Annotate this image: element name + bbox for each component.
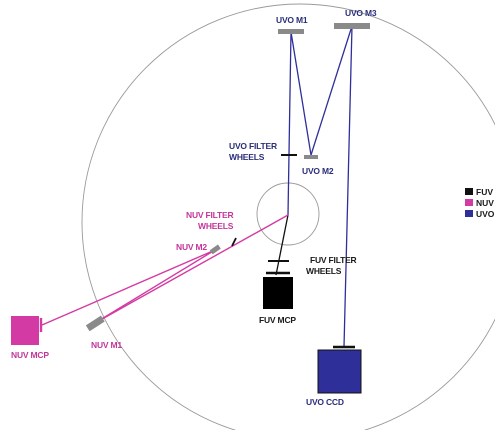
uvo-m1-mirror	[278, 29, 304, 34]
uvo-m3-mirror	[334, 23, 370, 29]
uvo-ccd-detector	[317, 345, 362, 394]
nuv-filter-wheels-label-line1: NUV FILTER	[186, 210, 233, 220]
legend-swatch-nuv	[465, 199, 473, 206]
nuv-m1-label: NUV M1	[91, 340, 122, 350]
nuv-m2-mirror	[209, 244, 221, 255]
fuv-mcp-label: FUV MCP	[259, 315, 296, 325]
uvo-beam-path	[287, 25, 353, 348]
legend-label-uvo: UVO	[476, 209, 495, 219]
nuv-filter-wheel-marker	[231, 237, 237, 247]
uvo-m3-label: UVO M3	[345, 8, 377, 18]
nuv-mcp-detector	[11, 316, 43, 345]
uvo-ccd-label: UVO CCD	[306, 397, 344, 407]
fuv-filter-wheels-label-line2: WHEELS	[306, 266, 342, 276]
legend-swatch-uvo	[465, 210, 473, 217]
nuv-m2-label: NUV M2	[176, 242, 207, 252]
nuv-mcp-label: NUV MCP	[11, 350, 49, 360]
fuv-beam-path	[275, 214, 289, 276]
uvo-m2-label: UVO M2	[302, 166, 334, 176]
legend-label-nuv: NUV	[476, 198, 494, 208]
legend-swatch-fuv	[465, 188, 473, 195]
fuv-mcp-detector	[263, 271, 293, 309]
nuv-m1-mirror	[85, 315, 105, 332]
uvo-m1-label: UVO M1	[276, 15, 308, 25]
nuv-filter-wheels-label-line2: WHEELS	[198, 221, 234, 231]
uvo-filter-wheels-label-line2: WHEELS	[229, 152, 265, 162]
instrument-outline	[81, 3, 495, 430]
fuv-filter-wheels-label-line1: FUV FILTER	[310, 255, 357, 265]
legend-label-fuv: FUV	[476, 187, 493, 197]
nuv-beam-path	[41, 214, 289, 326]
uvo-m2-mirror	[304, 155, 318, 159]
legend: FUV NUV UVO	[465, 187, 495, 219]
uvo-filter-wheels-label-line1: UVO FILTER	[229, 141, 277, 151]
